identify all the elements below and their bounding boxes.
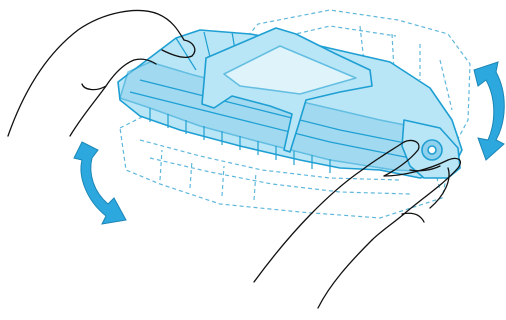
curved-double-arrow-icon: [474, 62, 504, 160]
toner-cartridge: [118, 28, 462, 178]
curved-double-arrow-icon: [74, 142, 126, 224]
